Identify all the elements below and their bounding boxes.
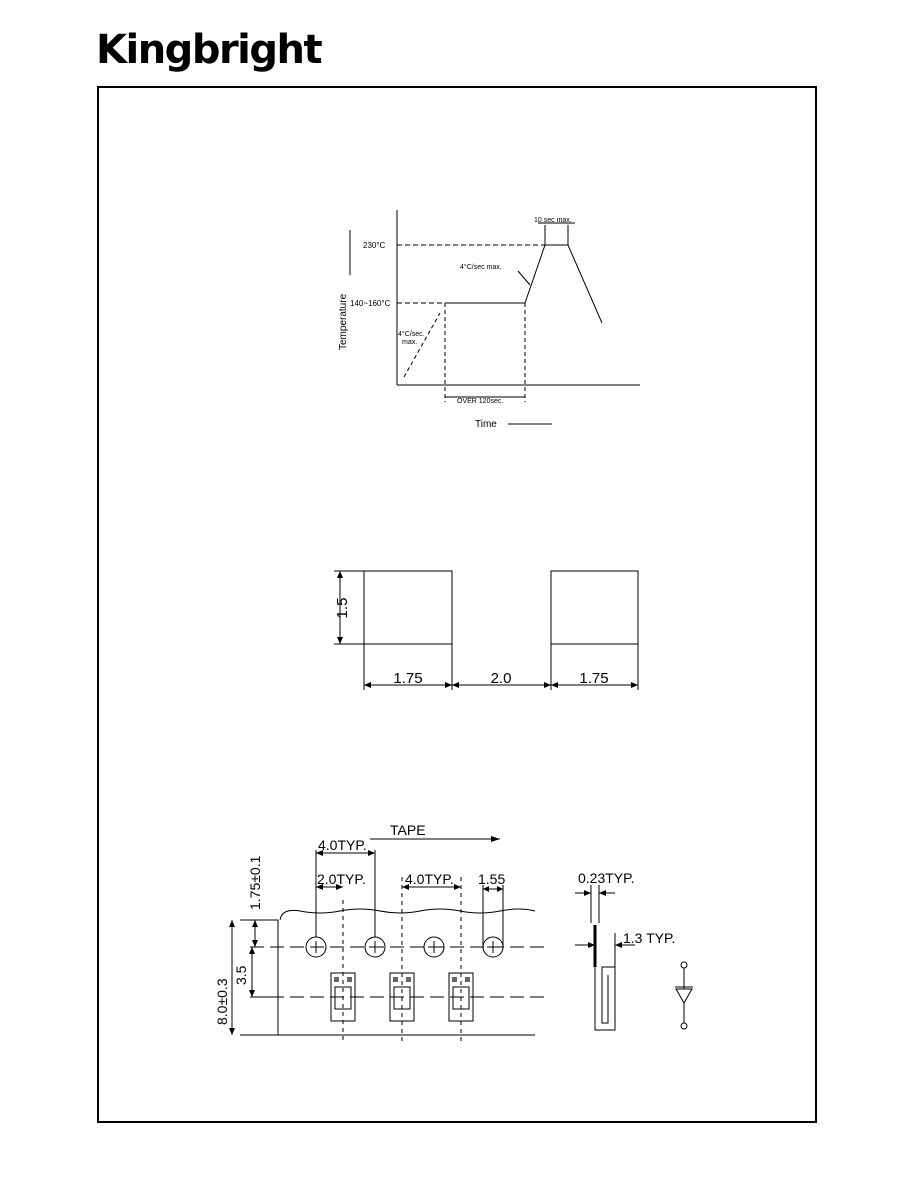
ramp-up-label: 4°C/sec max. [460, 263, 502, 271]
tape-dimension-diagram: TAPE 4.0TYP. 2.0TYP. 4.0TYP. 1.55 1.75±0… [214, 822, 693, 1043]
diode-triangle [675, 988, 693, 1005]
tape-pitch-half-label: 2.0TYP. [317, 871, 366, 887]
hole-diameter-label: 1.55 [478, 871, 505, 887]
side-view-pocket [594, 966, 616, 1031]
tape-direction-label: TAPE [390, 822, 426, 838]
initial-ramp-line [403, 312, 441, 378]
reflow-profile-diagram: Temperature Time 230°C 140~160°C 10 sec … [338, 210, 640, 430]
tape-pitch-top-label: 4.0TYP. [318, 837, 367, 853]
pad-height-label: 1.5 [334, 598, 351, 619]
brand-logo: Kingbright [96, 27, 323, 73]
pad-right [550, 570, 639, 645]
tape-thickness-label: 0.23TYP. [578, 870, 635, 886]
pad-width-left-label: 1.75 [393, 670, 422, 687]
initial-ramp-label-1: 4°C/sec. [398, 330, 425, 338]
tape-width-label: 8.0±0.3 [214, 978, 230, 1025]
peak-temp-label: 230°C [363, 241, 386, 250]
profile-curve [445, 244, 603, 324]
time-axis-label: Time [475, 419, 497, 430]
peak-time-label: 10 sec max. [534, 217, 572, 224]
hole-to-pocket-label: 3.5 [233, 965, 249, 985]
temperature-axis-label: Temperature [338, 293, 349, 350]
gap-label: 2.0 [491, 670, 512, 687]
edge-to-hole-label: 1.75±0.1 [247, 855, 263, 910]
initial-ramp-label-2: max. [402, 339, 417, 346]
drawing-frame [97, 86, 817, 1123]
pocket-pitch-label: 4.0TYP. [405, 871, 454, 887]
pocket-depth-label: 1.3 TYP. [623, 930, 675, 946]
anode-terminal [680, 961, 688, 969]
pad-layout-diagram: 1.5 1.75 2.0 1.75 [334, 570, 639, 690]
tape-top-edge [279, 908, 536, 921]
preheat-time-label: OVER 120sec. [457, 398, 503, 405]
ramp-leader [517, 270, 531, 286]
cathode-terminal [680, 1022, 688, 1030]
sprocket-hole-3 [423, 936, 445, 958]
pad-left [363, 570, 453, 645]
pad-width-right-label: 1.75 [579, 670, 608, 687]
preheat-temp-label: 140~160°C [350, 299, 391, 308]
